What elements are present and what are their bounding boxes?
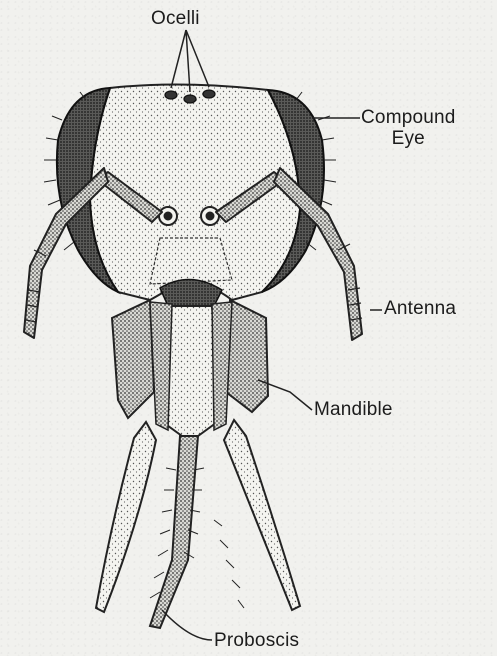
mandible-right [226, 300, 268, 412]
label-compound-eye: Compound Eye [361, 107, 456, 149]
proboscis-glossa [150, 436, 198, 628]
clypeus [150, 238, 232, 284]
labial-palp-left [150, 302, 172, 430]
label-antenna: Antenna [384, 298, 456, 319]
label-proboscis: Proboscis [214, 630, 299, 651]
labial-palp-right [212, 302, 232, 430]
label-compound-eye-line1: Compound [361, 107, 456, 128]
mandible-left [112, 300, 154, 418]
blade-hairs [214, 520, 244, 608]
label-mandible: Mandible [314, 399, 393, 420]
label-ocelli: Ocelli [151, 8, 200, 29]
galea-left [96, 422, 156, 612]
label-compound-eye-line2: Eye [361, 128, 456, 149]
galea-right [224, 420, 300, 610]
